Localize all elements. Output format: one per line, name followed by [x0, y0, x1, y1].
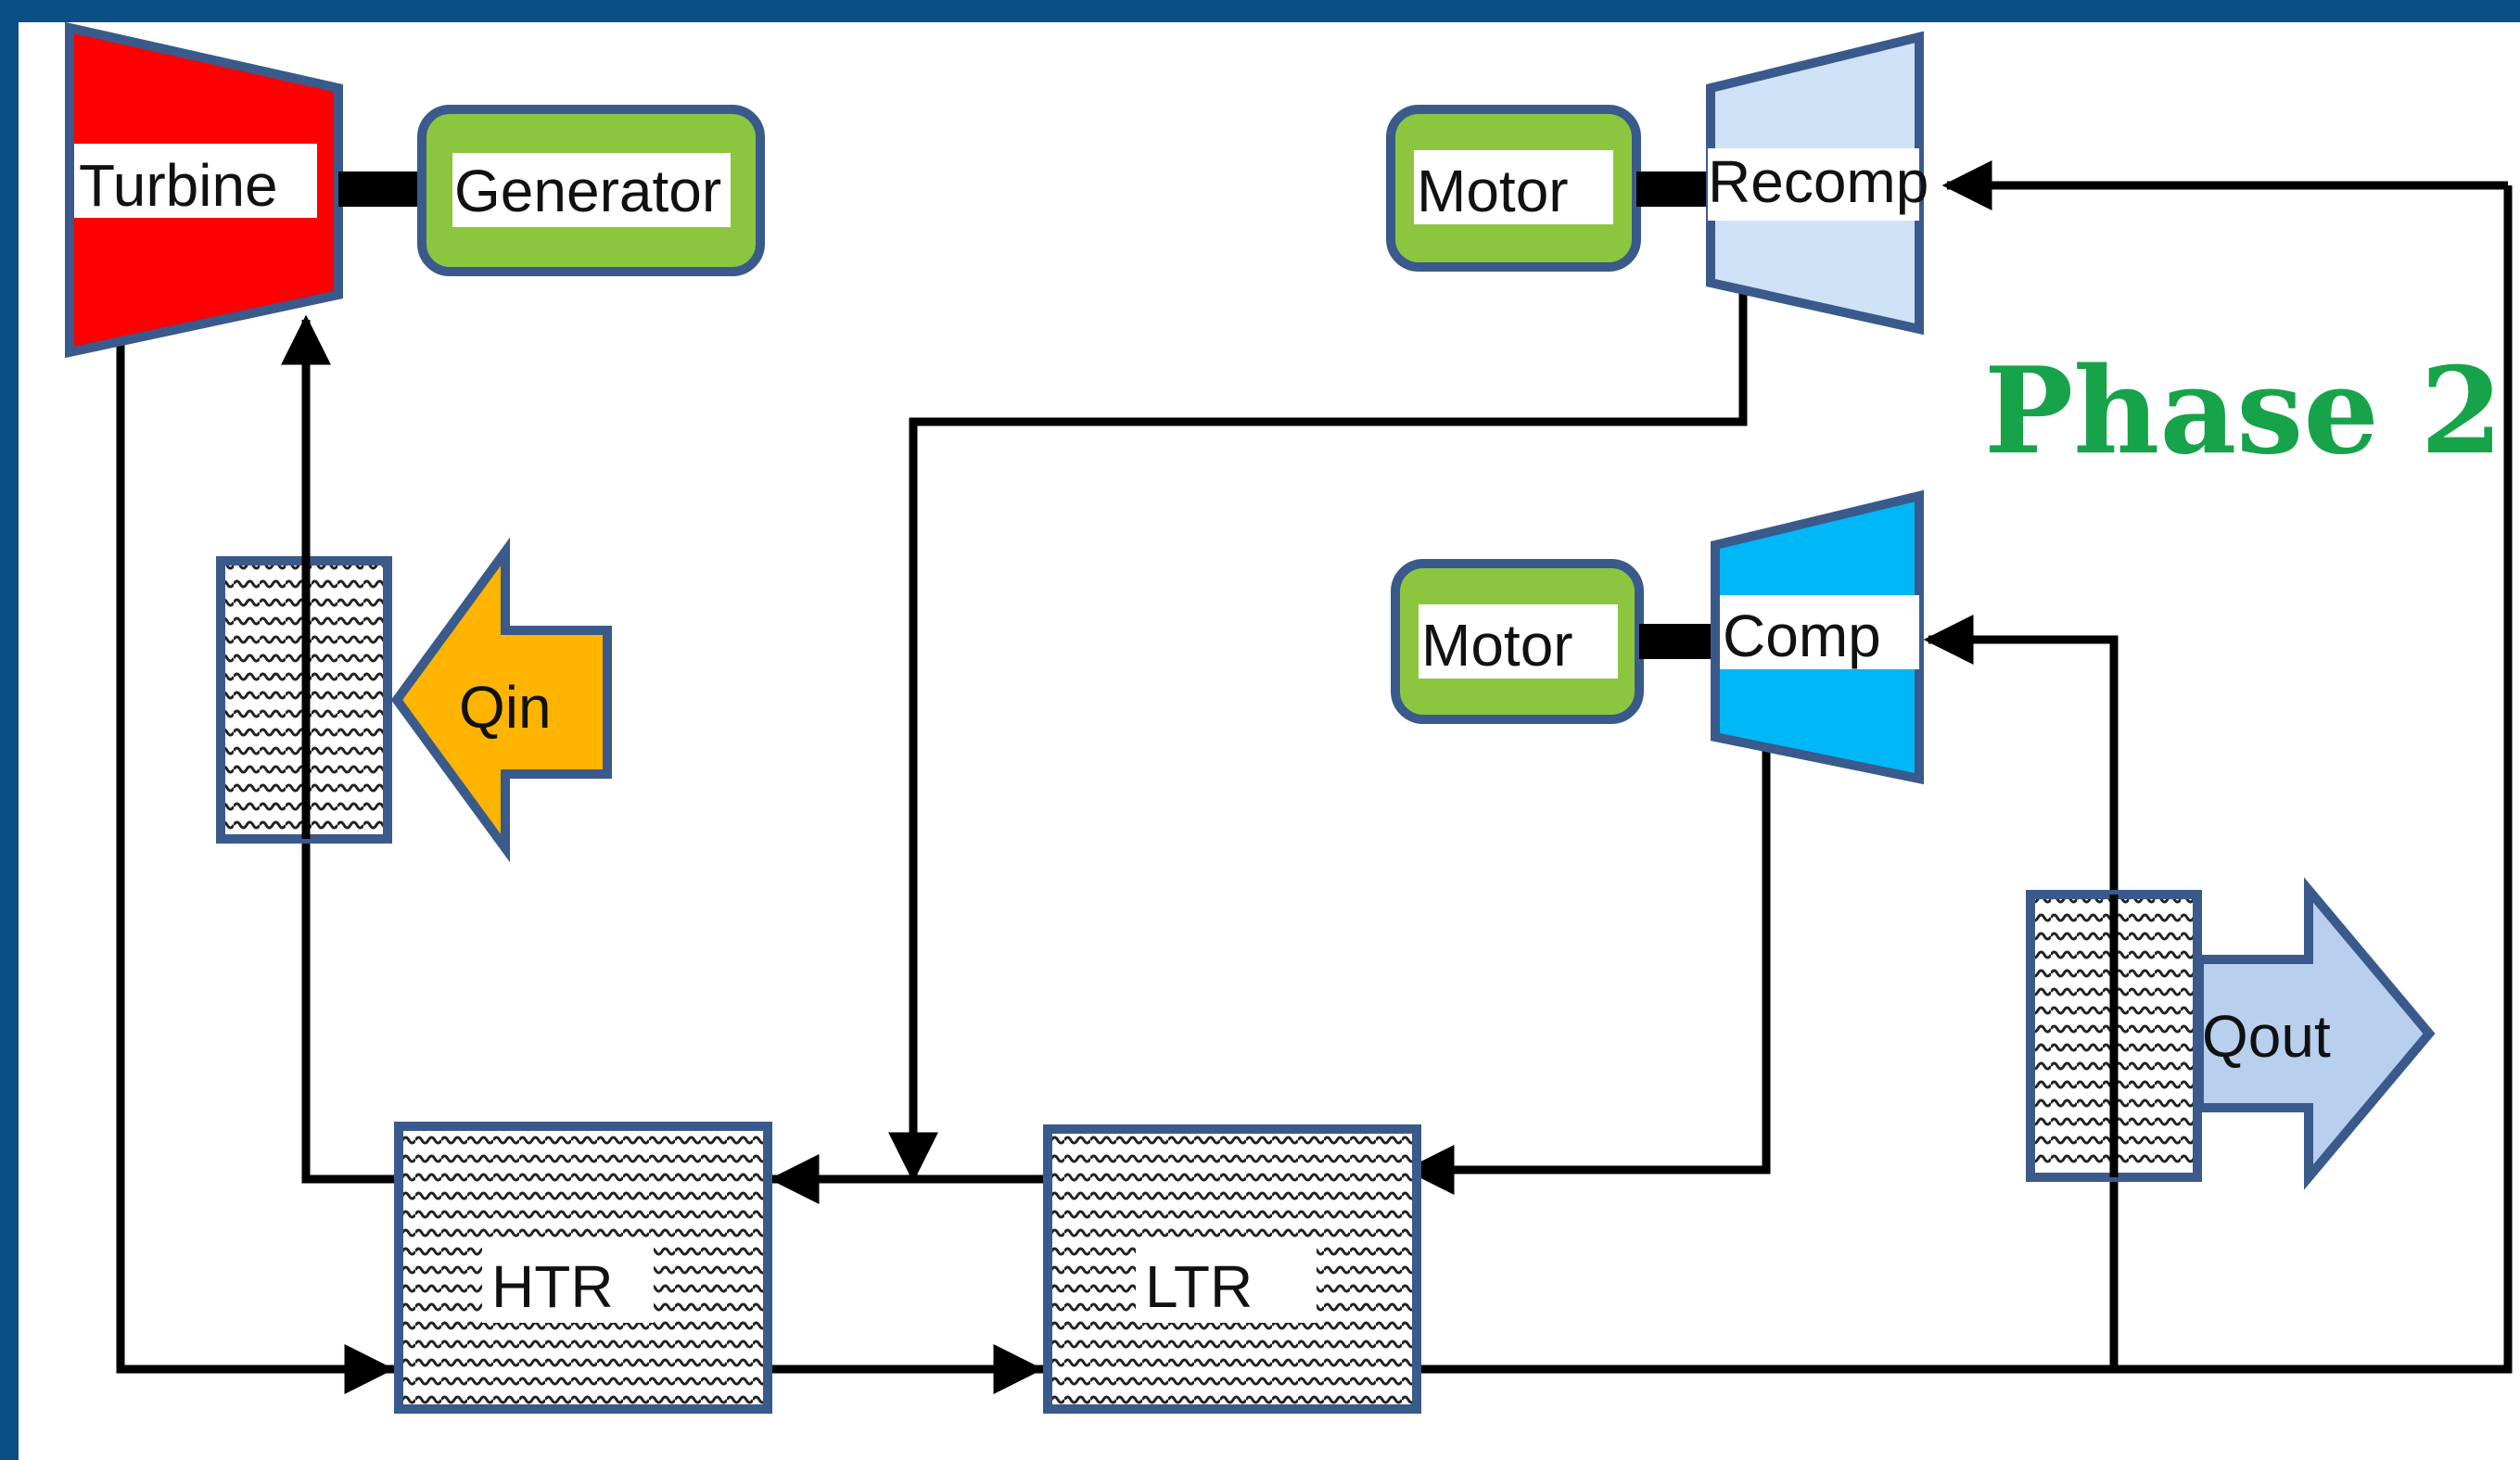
qin-arrow: Qin — [390, 537, 612, 863]
htr-exchanger: HTR — [394, 1122, 772, 1414]
comp-shaft — [1639, 624, 1715, 659]
recompressor: Recomp — [1706, 31, 1928, 336]
comp-discharge-line — [1404, 737, 1771, 1195]
recomp-shaft — [1636, 171, 1711, 207]
qout-arrow: Qout — [2195, 877, 2436, 1190]
turbine: Turbine — [65, 21, 343, 359]
motor-bottom-label: Motor — [1421, 612, 1573, 679]
phase-title: Phase 2 — [1984, 342, 2502, 481]
ltr-out-line — [1038, 185, 2513, 1374]
turbine-shaft — [338, 171, 422, 207]
htr-label: HTR — [491, 1253, 614, 1320]
generator-label: Generator — [454, 158, 721, 224]
motor-bottom: Motor — [1391, 559, 1644, 724]
turbine-label: Turbine — [79, 152, 278, 219]
turbine-exhaust-line — [116, 345, 395, 1394]
ltr-exchanger: LTR — [1043, 1124, 1421, 1414]
recomp-label: Recomp — [1708, 148, 1928, 215]
generator: Generator — [417, 105, 765, 276]
compressor: Comp — [1711, 489, 1924, 785]
qin-label: Qin — [459, 674, 552, 741]
comp-label: Comp — [1723, 603, 1881, 669]
motor-top-label: Motor — [1417, 158, 1569, 224]
motor-top: Motor — [1386, 105, 1641, 272]
qout-label: Qout — [2202, 1003, 2331, 1070]
recomp-discharge-line — [888, 292, 1748, 1183]
ltr-label: LTR — [1145, 1253, 1253, 1320]
